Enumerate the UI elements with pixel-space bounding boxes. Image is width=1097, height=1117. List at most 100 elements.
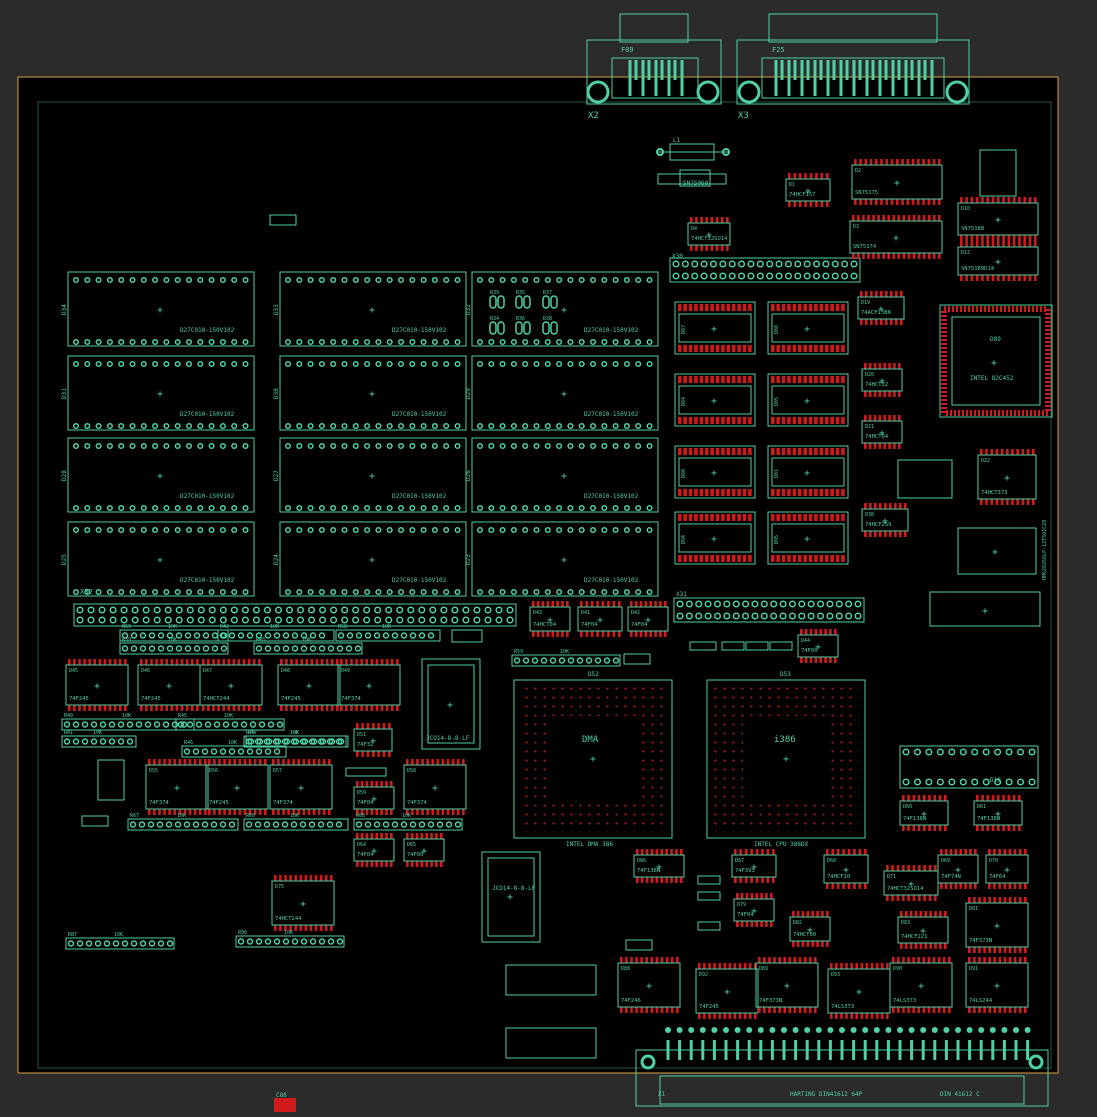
pad-outline — [697, 921, 721, 931]
rnet-value: 10K — [290, 730, 299, 736]
label: + — [157, 555, 163, 566]
svg-text:+: + — [447, 700, 453, 711]
ic-part: 74LS244 — [969, 998, 993, 1004]
label: + — [994, 981, 1000, 992]
ic-ref: D90 — [893, 966, 902, 972]
chip-d36: + HM628256LP-12TSOIC28 — [957, 520, 1048, 580]
sram-ref: D84 — [681, 397, 687, 406]
ic-ref: D4 — [691, 226, 697, 232]
ic-part: 74F74N — [941, 874, 961, 880]
pad-outline — [625, 939, 653, 951]
cpu-part: INTEL CPU 386DX — [754, 841, 809, 848]
oscillator-g1: JCO14-8-8-LF + — [481, 851, 541, 943]
pad-outline — [769, 641, 793, 651]
eprom-part: D27C010-150V102 — [180, 493, 235, 500]
ic-part: 74HCF259 — [865, 522, 892, 528]
label: + — [711, 324, 717, 335]
svg-text:+: + — [992, 547, 998, 558]
ic-part: 74F32 — [357, 742, 374, 748]
sram-grid: +D87+D88+D84+D85+D80+D81+D94+D95 — [674, 301, 849, 565]
label: + — [882, 516, 888, 527]
resistor-ref: R36 — [516, 316, 525, 322]
eprom-part: D27C010-150V102 — [392, 493, 447, 500]
svg-text:JCO14-8-8-LF: JCO14-8-8-LF — [492, 885, 536, 892]
resistor-ref: R35 — [516, 290, 525, 296]
rnet-ref: R48 — [256, 637, 265, 643]
ic-part: 74LS373 — [831, 1004, 854, 1010]
svg-text:X30: X30 — [672, 253, 683, 260]
label: + — [807, 925, 813, 936]
ic-ref: D92 — [699, 972, 708, 978]
label: + — [157, 471, 163, 482]
ic-ref: D64 — [357, 842, 366, 848]
connector-x3: F25 X3 — [736, 13, 970, 121]
rnet-value: 10K — [228, 740, 237, 746]
resistor: R39 — [489, 290, 505, 309]
rnet-value: 10K — [290, 730, 299, 736]
connector-x2: F09 X2 — [586, 13, 722, 121]
x2-name: F09 — [621, 46, 634, 54]
label: + — [1004, 865, 1010, 876]
rnet-value: 10K — [382, 624, 391, 630]
label: + — [371, 794, 377, 805]
ic-part: 74F245 — [209, 800, 229, 806]
sram-d88: +D88 — [767, 301, 849, 355]
ic-part: 74F138N — [903, 816, 926, 822]
pad-outline — [745, 641, 769, 651]
rnet-value: 10K — [177, 813, 186, 819]
header-x30: X30 — [669, 253, 861, 283]
label: + — [921, 809, 927, 820]
label: + — [561, 305, 567, 316]
ic-part: 74HCT244 — [275, 916, 302, 922]
eprom-ref: D34 — [61, 304, 68, 315]
ic-part: 74LS373 — [893, 998, 916, 1004]
eprom-ref: D30 — [273, 388, 280, 399]
pga-cpu: D53 i386 + INTEL CPU 386DX — [706, 671, 866, 848]
ic-ref: D41 — [581, 610, 590, 616]
label: + — [804, 396, 810, 407]
resistor: R38 — [542, 316, 558, 335]
rnet-value: 10K — [114, 932, 123, 938]
svg-text:D53: D53 — [780, 671, 791, 678]
ic-ref: D51 — [357, 732, 366, 738]
sram-d84: +D84 — [674, 373, 756, 427]
ic-ref: D2 — [855, 168, 861, 174]
label: + — [94, 681, 100, 692]
rnet-ref: R58 — [338, 624, 347, 630]
ic-ref: D48 — [281, 668, 290, 674]
label: + — [298, 783, 304, 794]
label: + — [711, 534, 717, 545]
rnet-value: 10K — [560, 649, 569, 655]
ic-part: 74F138N — [977, 816, 1000, 822]
ic-ref: D79 — [737, 902, 746, 908]
rnet-ref: R39 — [122, 637, 131, 643]
label: + — [369, 471, 375, 482]
svg-text:D52: D52 — [588, 671, 599, 678]
dma-label: DMA — [582, 735, 599, 745]
label: + — [371, 846, 377, 857]
pad-outline — [979, 149, 1017, 197]
pad-outline — [505, 1027, 597, 1059]
